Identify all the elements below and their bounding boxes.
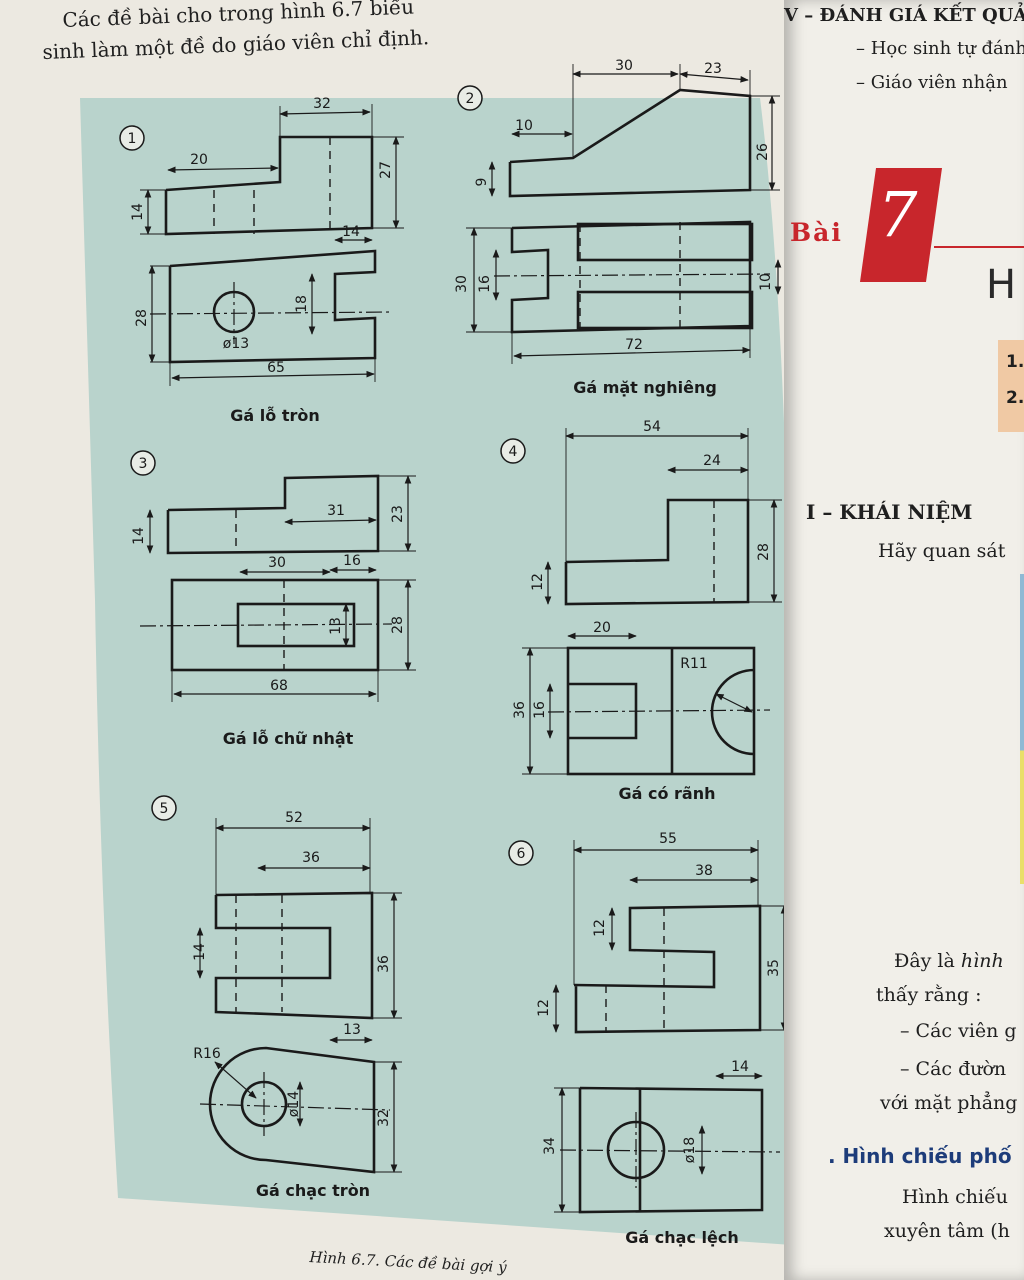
dim-label: 16 [477,275,493,293]
drawing-6-title: Gá chạc lệch [625,1228,738,1247]
drawing-6-number: 6 [517,846,526,862]
section-v-heading: V – ĐÁNH GIÁ KẾT QUẢ [784,5,1024,26]
section-i-heading: I – KHÁI NIỆM [806,500,973,524]
dim-label: 12 [530,573,546,591]
dim-label: 35 [766,959,782,977]
dim-label: 36 [376,955,392,973]
paragraph-line-1: Đây là hình [894,950,1004,972]
dim-label: ø13 [223,336,249,352]
lesson-number: 7 [878,178,918,251]
dim-label: 9 [474,178,490,187]
drawing-3-title: Gá lỗ chữ nhật [223,729,354,748]
dim-label: 20 [190,152,208,168]
dim-label: 13 [328,617,344,635]
paragraph-text: Đây là [894,950,961,972]
dim-label: 28 [134,309,150,327]
dim-label: 16 [532,701,548,719]
right-page: V – ĐÁNH GIÁ KẾT QUẢ – Học sinh tự đánh … [784,0,1024,1280]
objective-2: 2. [1006,388,1024,408]
subheading: . Hình chiếu phố [828,1144,1012,1168]
dim-label: 14 [130,203,146,221]
dim-label: ø14 [286,1091,302,1117]
paragraph-line-6: Hình chiếu [902,1186,1009,1208]
figure-image [1020,574,1024,884]
dim-label: 65 [267,360,285,376]
heading-rule [934,246,1024,248]
dim-label: ø18 [682,1137,698,1163]
dim-label: 32 [376,1109,392,1127]
drawings-panel: 1 2 3 4 5 6 Gá lỗ tròn Gá mặt nghiêng Gá… [80,58,790,1247]
dim-label: 32 [313,96,331,112]
dim-label: R11 [680,656,708,672]
dim-label: 10 [758,273,774,291]
dim-label: 38 [695,863,713,879]
paragraph-line-4: – Các đườn [900,1058,1007,1080]
objective-box [998,340,1024,432]
dim-label: 28 [756,543,772,561]
drawing-5-title: Gá chạc tròn [256,1181,370,1200]
left-page: Các đề bài cho trong hình 6.7 biểu sinh … [0,0,790,1280]
dim-label: 14 [192,943,208,961]
dim-label: 23 [390,505,406,523]
drawing-3-number: 3 [139,456,148,472]
dim-label: 12 [536,999,552,1017]
lesson-title-letter: H [986,262,1017,308]
dim-label: 36 [512,701,528,719]
dim-label: 13 [343,1022,361,1038]
paragraph-line-3: – Các viên g [900,1020,1017,1042]
drawing-1-title: Gá lỗ tròn [230,406,319,425]
paragraph-line-7: xuyên tâm (h [884,1220,1010,1242]
dim-label: 31 [327,503,345,519]
dim-label: 54 [643,419,661,435]
bullet-1: – Học sinh tự đánh [856,38,1024,59]
drawing-4-number: 4 [509,444,518,460]
dim-label: 30 [454,275,470,293]
dim-label: 72 [625,337,643,353]
observe-text: Hãy quan sát [878,540,1006,562]
dim-label: 55 [659,831,677,847]
paragraph-emphasis: hình [960,950,1004,972]
dim-label: 20 [593,620,611,636]
dim-label: 14 [731,1059,749,1075]
dim-label: 27 [378,161,394,179]
dim-label: 12 [592,919,608,937]
dim-label: 52 [285,810,303,826]
drawing-1-number: 1 [128,131,137,147]
dim-label: 34 [542,1137,558,1155]
paragraph-line-5: với mặt phẳng [880,1092,1018,1114]
dim-label: 14 [131,527,147,545]
dim-label: 30 [615,58,633,74]
drawing-2-number: 2 [466,91,475,107]
dim-label: 14 [342,224,360,240]
paragraph-line-2: thấy rằng : [876,984,982,1006]
dim-label: 68 [270,678,288,694]
dim-label: 30 [268,555,286,571]
objective-1: 1. [1006,352,1024,372]
drawing-2-title: Gá mặt nghiêng [573,378,717,397]
dim-label: 24 [703,453,721,469]
dim-label: 18 [294,295,310,313]
dim-label: 36 [302,850,320,866]
drawing-5-number: 5 [160,801,169,817]
lesson-label: Bài [790,218,843,247]
bullet-2: – Giáo viên nhận [856,72,1008,93]
dim-label: 28 [390,616,406,634]
dim-label: 26 [755,143,771,161]
dim-label: 23 [704,61,722,77]
dim-label: 16 [343,553,361,569]
dim-label: 10 [515,118,533,134]
dim-label: R16 [193,1046,221,1062]
drawing-4-title: Gá có rãnh [618,784,715,803]
